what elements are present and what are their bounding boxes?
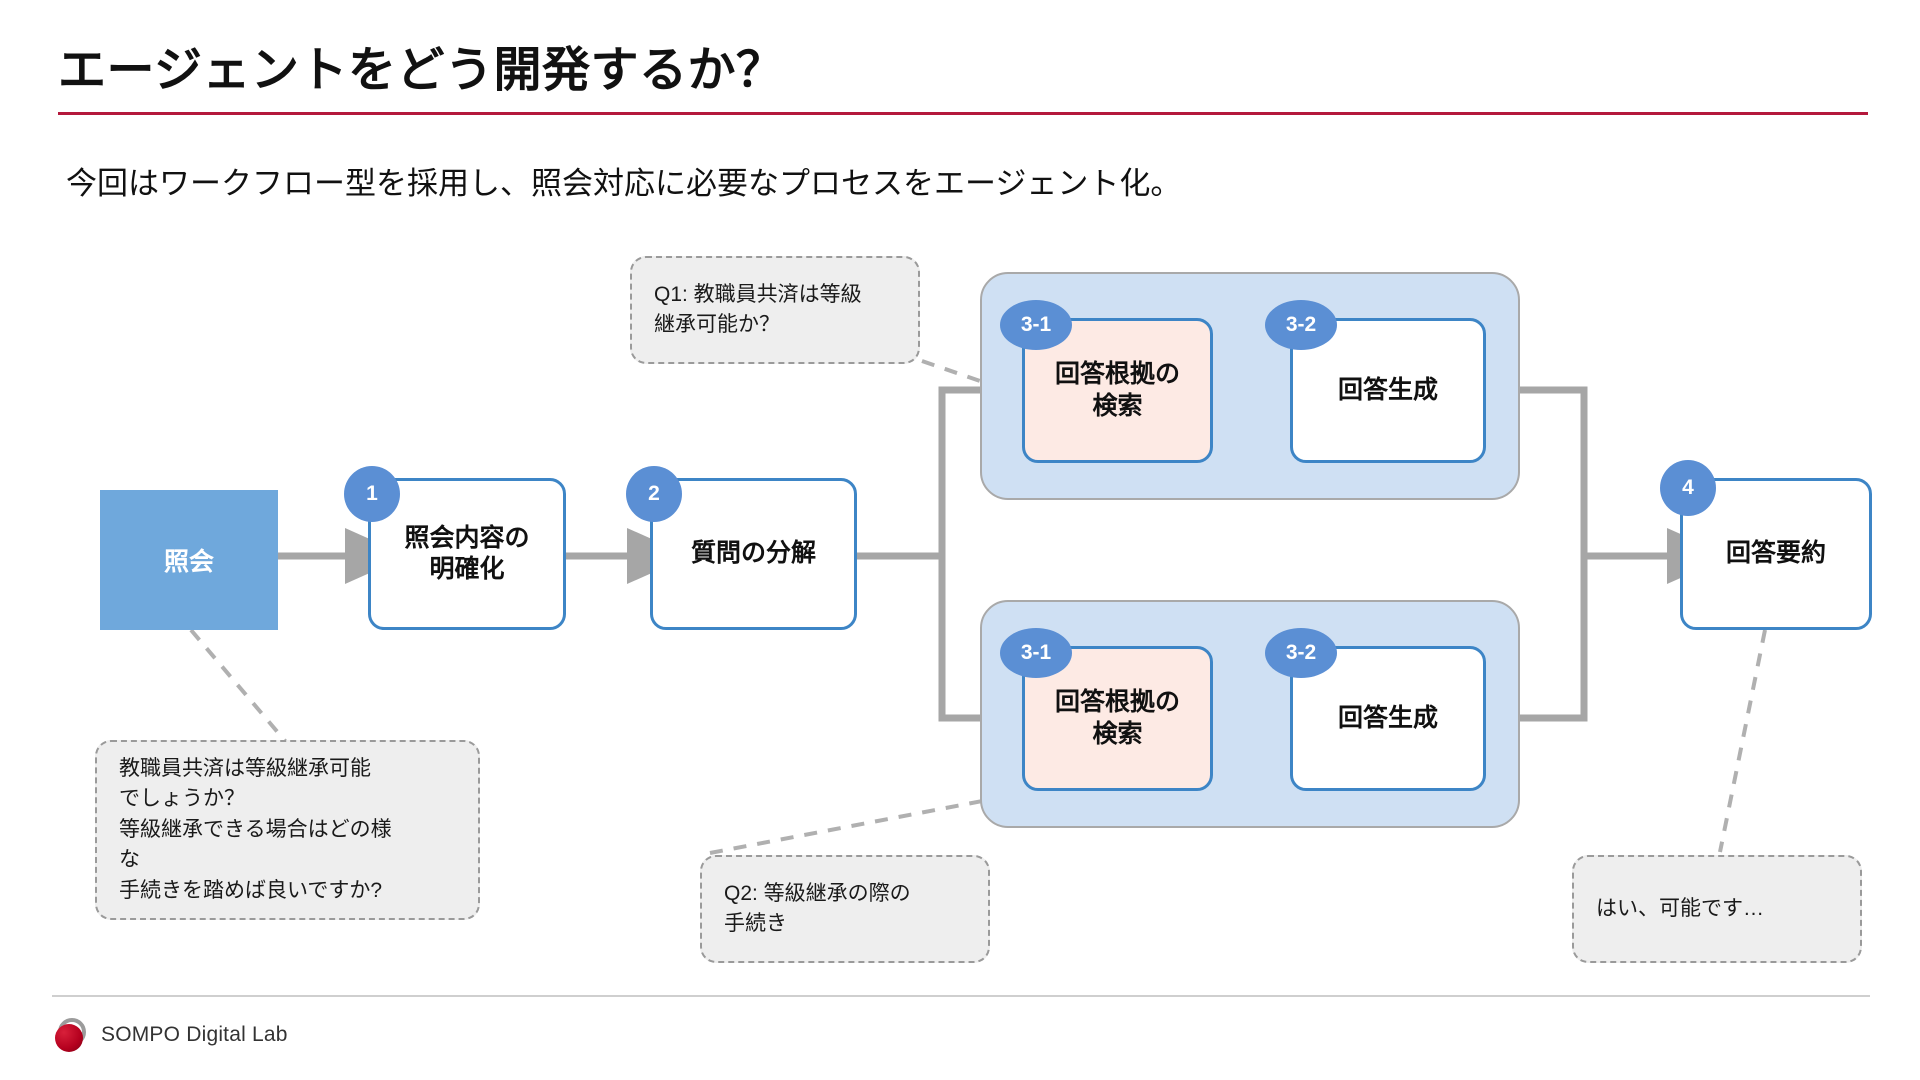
- step-badge-top-3-1-label: 3-1: [1020, 313, 1052, 336]
- process-node-step4[interactable]: 回答要約: [1680, 478, 1872, 630]
- process-node-bottom-retrieve[interactable]: 回答根拠の 検索: [1022, 646, 1213, 791]
- process-node-bottom-generate-label: 回答生成: [1337, 703, 1438, 732]
- step-badge-bottom-3-2: 3-2: [1265, 628, 1337, 678]
- callout-q2[interactable]: Q2: 等級継承の際の 手続き: [700, 855, 990, 963]
- step-badge-2: 2: [626, 466, 682, 522]
- callout-user-query-text: 教職員共済は等級継承可能 でしょうか？ 等級継承できる場合はどの様 な 手続きを…: [119, 756, 392, 902]
- step-badge-bottom-3-1-label: 3-1: [1020, 641, 1052, 664]
- process-node-bottom-retrieve-label: 回答根拠の 検索: [1054, 688, 1180, 748]
- process-node-step4-label: 回答要約: [1725, 539, 1826, 568]
- process-node-step2-label: 質問の分解: [690, 539, 816, 568]
- step-badge-bottom-3-2-label: 3-2: [1285, 641, 1317, 664]
- footer-brand: SOMPO Digital Lab: [55, 1018, 288, 1052]
- process-node-step1-label: 照会内容の 明確化: [404, 523, 530, 583]
- step-badge-1: 1: [344, 466, 400, 522]
- step-badge-top-3-2: 3-2: [1265, 300, 1337, 350]
- callout-answer-text: はい、可能です…: [1596, 896, 1764, 920]
- title-divider: [58, 112, 1868, 115]
- step-badge-4: 4: [1660, 460, 1716, 516]
- callout-answer[interactable]: はい、可能です…: [1572, 855, 1862, 963]
- process-node-step2[interactable]: 質問の分解: [650, 478, 857, 630]
- source-node-inquiry[interactable]: 照会: [100, 490, 278, 630]
- sompo-logo-icon: [55, 1018, 89, 1052]
- step-badge-bottom-3-1: 3-1: [1000, 628, 1072, 678]
- footer-divider: [52, 995, 1870, 997]
- callout-q2-text: Q2: 等級継承の際の 手続き: [724, 881, 911, 935]
- process-node-step1[interactable]: 照会内容の 明確化: [368, 478, 566, 630]
- callout-q1[interactable]: Q1: 教職員共済は等級 継承可能か？: [630, 256, 920, 364]
- step-badge-top-3-1: 3-1: [1000, 300, 1072, 350]
- callout-q1-text: Q1: 教職員共済は等級 継承可能か？: [654, 282, 862, 336]
- step-badge-4-label: 4: [1682, 476, 1694, 499]
- footer-brand-label: SOMPO Digital Lab: [101, 1023, 288, 1046]
- step-badge-top-3-2-label: 3-2: [1285, 313, 1317, 336]
- process-node-top-retrieve-label: 回答根拠の 検索: [1054, 360, 1180, 420]
- callout-user-query[interactable]: 教職員共済は等級継承可能 でしょうか？ 等級継承できる場合はどの様 な 手続きを…: [95, 740, 480, 920]
- step-badge-2-label: 2: [648, 482, 660, 505]
- source-node-label: 照会: [163, 548, 214, 576]
- process-node-top-generate-label: 回答生成: [1337, 375, 1438, 404]
- page-title: エージェントをどう開発するか？: [58, 44, 785, 97]
- page-subtitle: 今回はワークフロー型を採用し、照会対応に必要なプロセスをエージェント化。: [66, 166, 1182, 201]
- step-badge-1-label: 1: [366, 482, 378, 505]
